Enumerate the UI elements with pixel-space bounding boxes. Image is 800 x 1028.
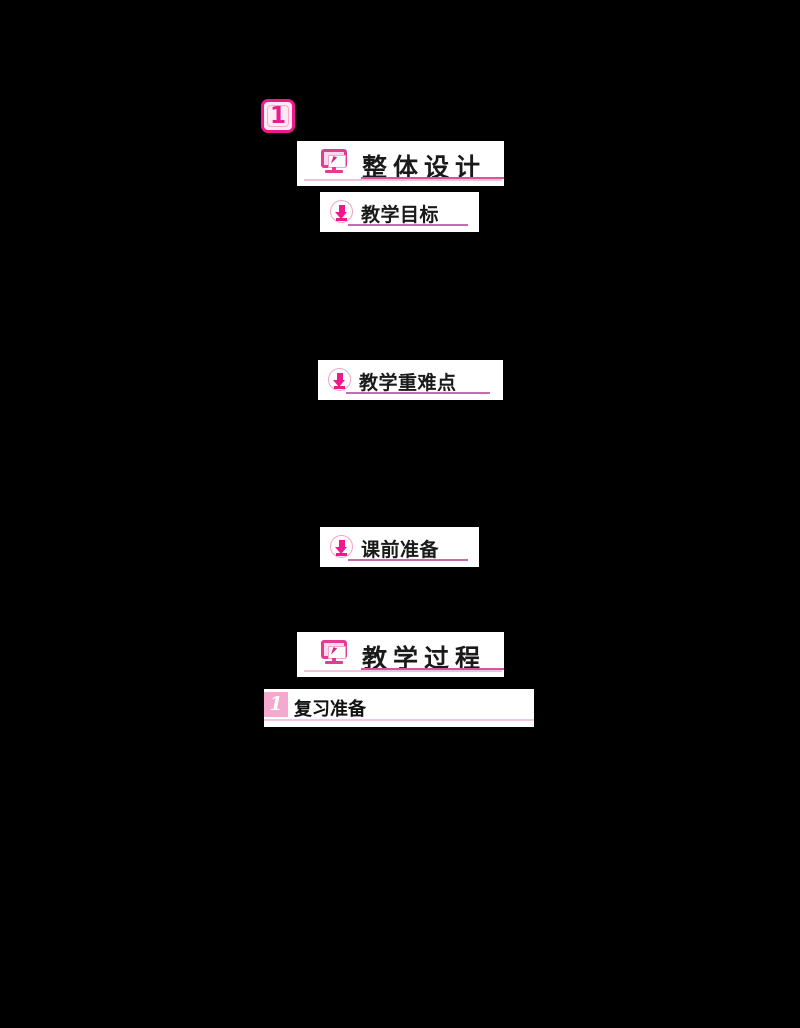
subsection-header-pre-class-preparation: 课前准备 [320,527,479,567]
monitor-cursor-icon [321,149,347,173]
subheader-rule [348,224,468,226]
arrow-shaft-shape [338,540,345,548]
chapter-number-badge: 1 [261,99,295,133]
arrow-head-shape [335,547,347,554]
subsection-title-key-difficult-points: 教学重难点 [359,372,457,394]
monitor-neck-shape [332,167,336,171]
arrow-head-shape [335,212,347,219]
section-header-overall-design: 整体设计 [297,141,504,186]
step-number-badge: 1 [264,692,288,717]
subsection-header-key-difficult-points: 教学重难点 [318,360,503,400]
subheader-rule [346,392,490,394]
arrow-base-bar-shape [334,386,345,389]
header-rule-light [304,179,502,181]
subsection-header-teaching-objectives: 教学目标 [320,192,479,232]
step-number-label: 1 [269,693,283,715]
circled-down-arrow-icon [330,535,353,558]
subheader-rule [348,559,468,561]
monitor-neck-shape [332,658,336,662]
header-rule-light [304,670,502,672]
monitor-base-shape [325,170,343,173]
header-rule-dark [361,177,504,179]
monitor-inner-shape [328,646,346,659]
step-rule [264,719,534,721]
monitor-inner-shape [328,155,346,168]
header-rule-dark [361,668,504,670]
subsection-title-pre-class-preparation: 课前准备 [361,539,440,561]
circled-down-arrow-icon [328,368,351,391]
arrow-base-bar-shape [336,553,347,556]
step-header-review-preparation: 1 复习准备 [264,689,534,727]
arrow-base-bar-shape [336,218,347,221]
monitor-base-shape [325,661,343,664]
arrow-shaft-shape [338,205,345,213]
monitor-screen-shape [321,149,347,168]
chapter-number-label: 1 [269,102,286,129]
arrow-head-shape [333,380,345,387]
section-header-teaching-process: 教学过程 [297,632,504,677]
step-title-review-preparation: 复习准备 [294,699,366,720]
circled-down-arrow-icon [330,200,353,223]
monitor-cursor-icon [321,640,347,664]
subsection-title-teaching-objectives: 教学目标 [361,204,440,226]
arrow-shaft-shape [336,373,343,381]
monitor-screen-shape [321,640,347,659]
